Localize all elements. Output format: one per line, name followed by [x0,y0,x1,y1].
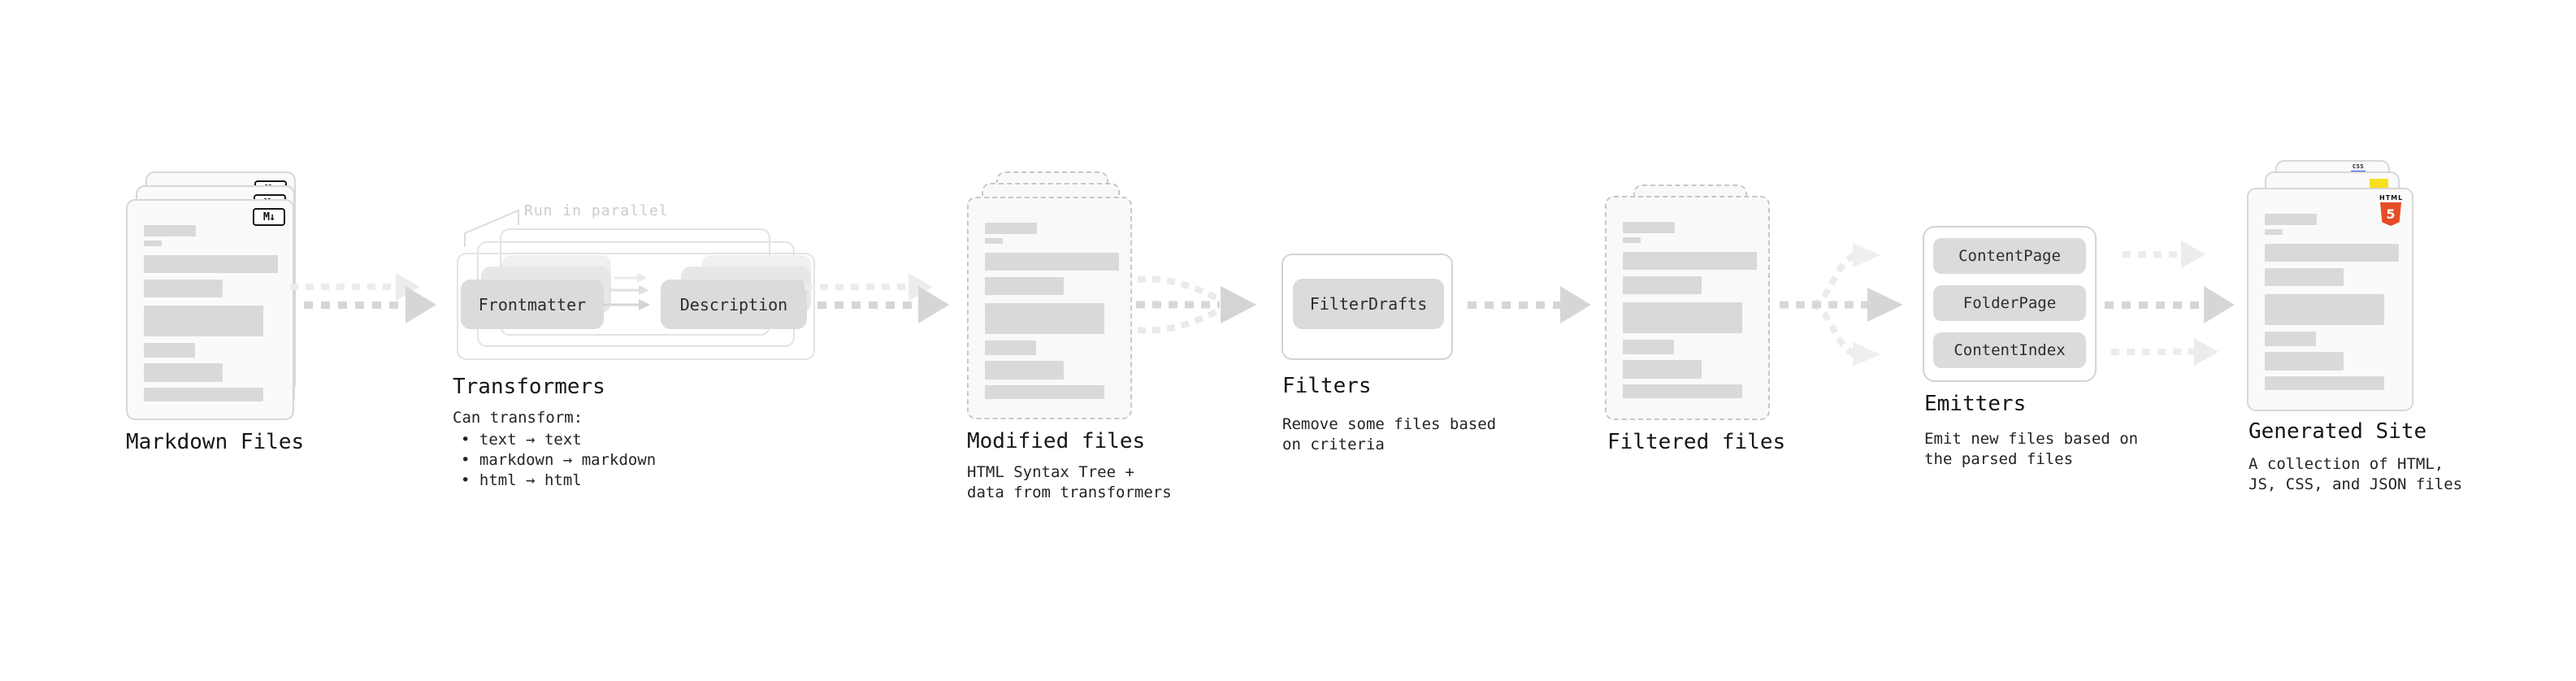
filter-drafts-pill: FilterDrafts [1293,279,1444,329]
flow-arrow-emitter-bottom [2111,338,2218,366]
filters-subtitle-1: Remove some files based [1282,415,1497,433]
run-in-parallel-annotation: Run in parallel [524,202,669,219]
flow-arrow-filters-to-filtered [1468,286,1591,323]
content-bar [1623,276,1702,294]
content-bar [2265,332,2316,346]
markdown-card-front: M↓ [126,199,294,420]
transformers-bullet-2: • markdown → markdown [461,451,657,469]
stage-label-generated-site: Generated Site [2249,419,2427,444]
content-bar [144,255,278,273]
modified-subtitle-1: HTML Syntax Tree + [967,463,1134,481]
content-bar [144,280,223,297]
stage-label-filtered-files: Filtered files [1607,430,1786,454]
js-icon [2370,179,2388,189]
content-bar [2265,244,2399,262]
flow-arrow-modified-to-filters [1136,275,1256,334]
content-bar [144,343,195,358]
content-bar [2265,214,2317,225]
content-bar [1623,302,1742,333]
stage-title-transformers: Transformers [453,375,605,399]
filters-subtitle-2: on criteria [1282,436,1385,453]
content-bar [985,303,1104,334]
content-bar [144,241,162,246]
content-bar [1623,222,1675,233]
html5-shield: 5 [2380,202,2401,226]
content-bar [1623,340,1674,354]
generated-subtitle-2: JS, CSS, and JSON files [2249,475,2463,493]
flow-arrow-markdown-to-transformers [304,286,436,323]
transformers-bullet-3: • html → html [461,471,582,489]
content-bar [1623,252,1757,270]
generated-subtitle-1: A collection of HTML, [2249,455,2444,473]
filtered-card-front [1605,196,1770,420]
content-bar [2265,268,2344,286]
content-bar [2265,376,2384,390]
emitter-pill-content-page: ContentPage [1933,238,2086,274]
content-bar [985,385,1104,399]
content-bar [1623,384,1742,398]
content-bar [985,361,1064,380]
flow-arrow-emitter-top [2123,241,2205,268]
stage-label-modified-files: Modified files [967,429,1146,453]
content-bar [985,223,1037,234]
content-bar [144,363,223,382]
markdown-icon: M↓ [253,208,285,226]
transformers-description-heading: Can transform: [453,409,583,427]
flow-arrow-emitter-middle [2105,286,2235,323]
content-bar [1623,237,1641,243]
content-bar [2265,352,2344,371]
stage-label-markdown-files: Markdown Files [126,430,305,454]
description-pill: Description [661,280,807,329]
content-bar [985,277,1064,295]
emitters-subtitle-1: Emit new files based on [1924,430,2139,448]
emitters-subtitle-2: the parsed files [1924,450,2074,468]
flow-arrow-transformers-to-modified [817,286,949,323]
annotation-leader-line [464,209,519,247]
modified-card-front [967,197,1132,419]
content-bar [1623,360,1702,379]
transformer-container-front [457,253,815,360]
stage-title-filters: Filters [1282,374,1372,398]
content-bar [2265,229,2283,235]
content-bars [144,225,278,401]
content-bar [985,253,1119,271]
modified-subtitle-2: data from transformers [967,484,1172,501]
content-bar [144,225,196,236]
html5-icon: HTML 5 [2379,194,2402,226]
emitter-pill-folder-page: FolderPage [1933,285,2086,321]
emitter-pill-content-index: ContentIndex [1933,332,2086,368]
content-bar [985,238,1003,244]
content-bars [2265,214,2399,390]
content-bar [985,340,1036,355]
flow-arrow-filtered-to-emitters [1780,243,1903,367]
stage-title-emitters: Emitters [1924,392,2027,416]
content-bars [985,223,1119,399]
content-bar [144,306,263,336]
frontmatter-pill: Frontmatter [461,280,604,329]
content-bar [2265,294,2384,325]
content-bar [144,388,263,401]
content-bars [1623,222,1757,398]
transformers-bullet-1: • text → text [461,431,582,449]
mini-transform-arrows-icon [603,273,650,310]
generated-card-html: HTML 5 [2247,188,2413,411]
